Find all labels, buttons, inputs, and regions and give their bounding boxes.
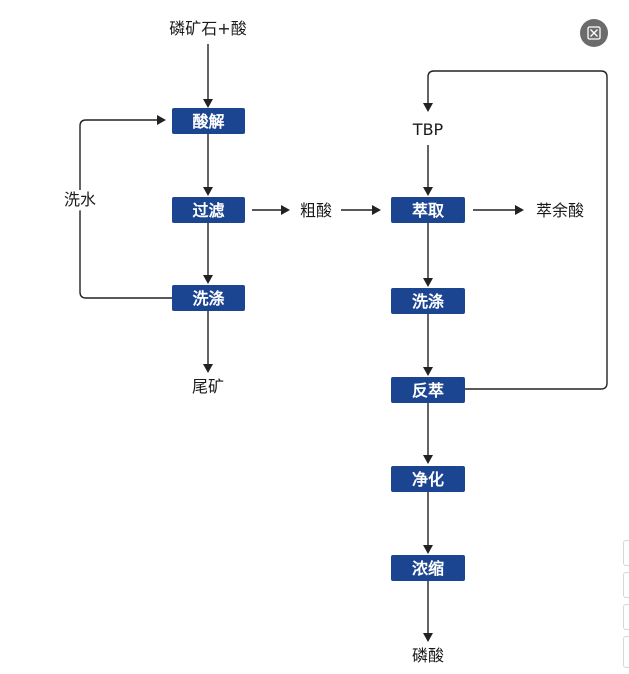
label-input: 磷矿石+酸 <box>169 19 246 38</box>
arrowhead <box>281 205 290 215</box>
arrowhead <box>372 205 381 215</box>
label-raffinate: 萃余酸 <box>536 201 584 220</box>
node-label: 过滤 <box>192 201 224 220</box>
label-product: 磷酸 <box>412 646 444 665</box>
node-box <box>172 197 245 223</box>
edge-wash-water-loop <box>79 119 172 299</box>
node-label: 浓缩 <box>412 559 444 578</box>
label-wash-water: 洗水 <box>64 190 96 209</box>
arrowhead <box>203 364 213 373</box>
arrowhead <box>157 115 166 125</box>
side-toolbar-tab[interactable] <box>623 604 629 630</box>
node-wash-left: 洗涤 <box>172 285 245 311</box>
side-toolbar-tab[interactable] <box>623 636 629 668</box>
side-toolbar-tab[interactable] <box>623 572 629 598</box>
side-toolbar-tab[interactable] <box>623 540 629 566</box>
label-crude-acid: 粗酸 <box>300 201 332 220</box>
connectors <box>79 44 608 642</box>
node-box <box>391 288 465 314</box>
node-box <box>172 285 245 311</box>
node-box <box>391 555 465 581</box>
arrowhead <box>423 103 433 112</box>
node-label: 反萃 <box>412 381 444 400</box>
node-strip: 反萃 <box>391 377 465 403</box>
node-acid-leach: 酸解 <box>172 108 245 134</box>
node-box <box>391 197 465 223</box>
node-box <box>172 108 245 134</box>
close-icon <box>587 26 601 40</box>
node-label: 洗涤 <box>192 289 224 308</box>
arrowhead <box>423 633 433 642</box>
label-tailings: 尾矿 <box>192 377 224 396</box>
close-button[interactable] <box>580 19 608 47</box>
arrowhead <box>203 99 213 108</box>
node-box <box>391 377 465 403</box>
node-label: 酸解 <box>192 112 224 131</box>
arrowhead <box>515 205 524 215</box>
node-label: 洗涤 <box>412 292 444 311</box>
arrowhead <box>203 275 213 284</box>
node-label: 净化 <box>412 470 444 489</box>
arrowhead <box>423 455 433 464</box>
node-label: 萃取 <box>412 201 444 220</box>
node-box <box>391 466 465 492</box>
node-purify: 净化 <box>391 466 465 492</box>
arrowhead <box>423 367 433 376</box>
arrowhead <box>423 278 433 287</box>
node-concentrate: 浓缩 <box>391 555 465 581</box>
arrowhead <box>423 187 433 196</box>
arrowhead <box>423 545 433 554</box>
node-extract: 萃取 <box>391 197 465 223</box>
arrowhead <box>203 187 213 196</box>
label-tbp: TBP <box>412 120 444 139</box>
edge-solvent-recycle-loop <box>427 70 608 390</box>
node-filter: 过滤 <box>172 197 245 223</box>
node-wash-right: 洗涤 <box>391 288 465 314</box>
